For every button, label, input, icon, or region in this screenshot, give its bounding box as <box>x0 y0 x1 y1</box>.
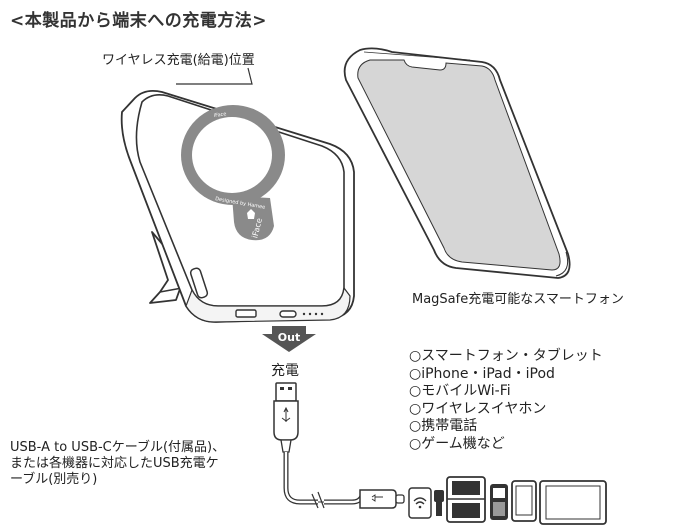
charge-label: 充電 <box>271 363 299 379</box>
phone-screen <box>357 59 561 271</box>
phone-label: MagSafe充電可能なスマートフォン <box>412 292 624 307</box>
smartphone <box>343 47 571 279</box>
usb-cable <box>273 382 405 509</box>
mobile-wifi-icon <box>408 487 432 519</box>
wireless-leader-line <box>176 67 253 85</box>
game-console-icon <box>446 476 486 523</box>
usb-a-port <box>235 309 257 318</box>
usb-c-port <box>279 310 297 318</box>
side-button <box>189 267 209 299</box>
cable-description-line: ーブル(別売り) <box>10 472 98 487</box>
out-label: Out <box>278 331 300 344</box>
page-title: <本製品から端末への充電方法> <box>10 11 267 31</box>
device-list-item: ○iPhone・iPad・iPod <box>409 365 555 382</box>
device-list-item: ○ゲーム機など <box>409 435 505 452</box>
usb-a-plug <box>275 382 297 402</box>
out-arrow: Out <box>262 326 316 352</box>
device-icons <box>408 476 607 525</box>
iface-logo-icon <box>247 209 255 219</box>
cable-description-line: USB-A to USB-Cケーブル(付属品)、 <box>10 440 226 455</box>
ring-text-top: iFace <box>213 111 226 119</box>
device-list-item: ○スマートフォン・タブレット <box>409 348 603 364</box>
wireless-charging-label: ワイヤレス充電(給電)位置 <box>102 53 255 68</box>
cable-description: USB-A to USB-Cケーブル(付属品)、 または各機器に対応したUSB充… <box>10 440 225 488</box>
wireless-earphones-icon <box>434 490 444 516</box>
usb-c-plug <box>359 489 397 509</box>
cable-description-line: または各機器に対応したUSB充電ケ <box>10 456 219 471</box>
smartphone-icon <box>511 480 537 522</box>
feature-phone-icon <box>490 484 508 520</box>
led-indicators <box>302 312 324 316</box>
power-bank: iFace Designed by Hamee iFace <box>120 89 355 323</box>
magsafe-ring: iFace Designed by Hamee iFace <box>181 105 285 241</box>
device-list-item: ○ワイヤレスイヤホン <box>409 400 547 417</box>
device-list-item: ○携帯電話 <box>409 418 478 435</box>
device-list: ○スマートフォン・タブレット ○iPhone・iPad・iPod ○モバイルWi… <box>409 348 603 454</box>
device-list-item: ○モバイルWi-Fi <box>409 383 511 400</box>
tablet-icon <box>539 480 607 525</box>
